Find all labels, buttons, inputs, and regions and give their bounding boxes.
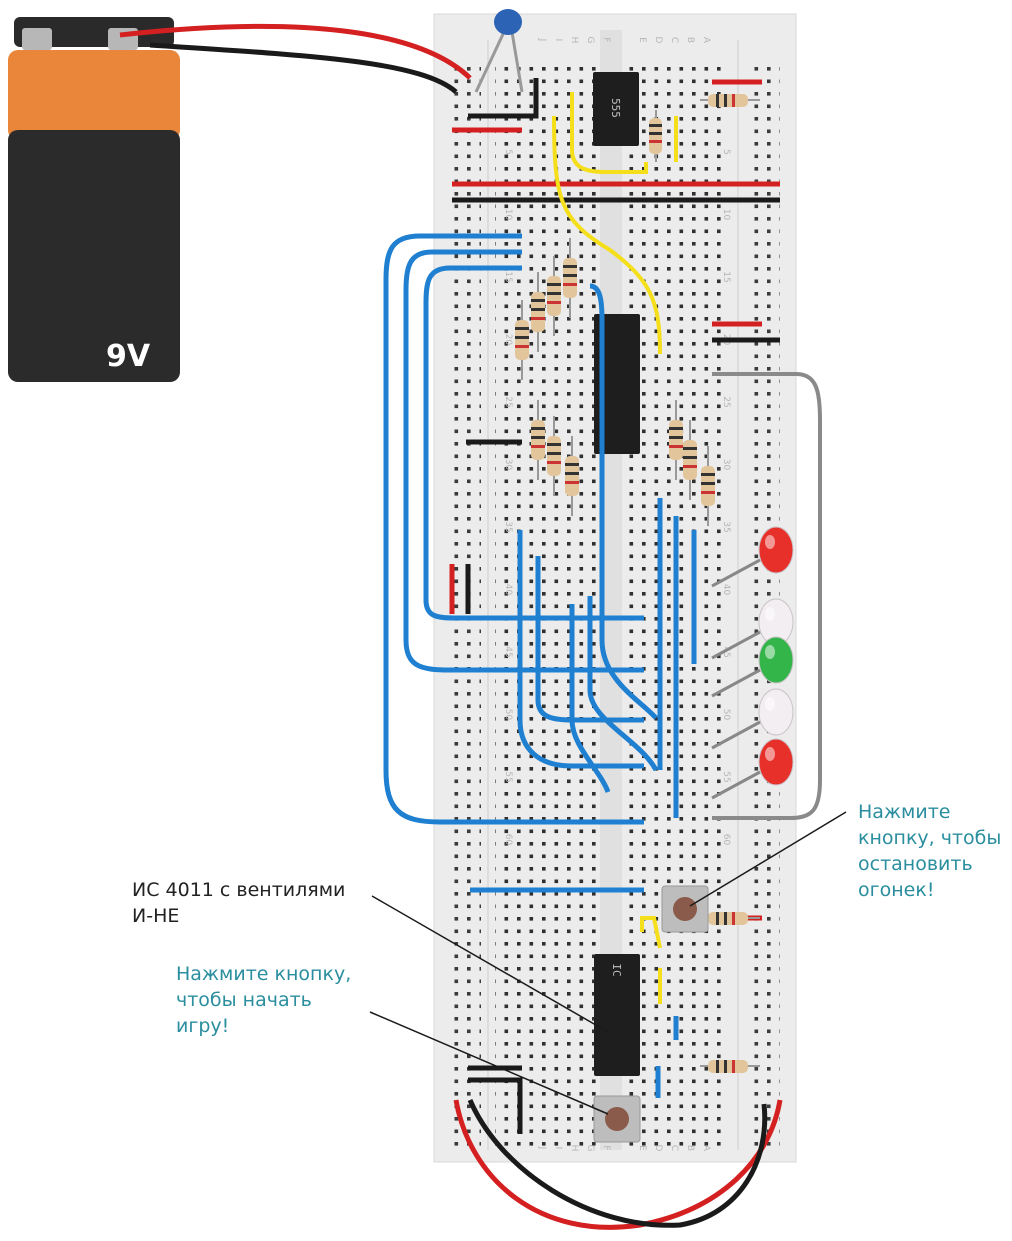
- ic-annotation: ИС 4011 с вентилями И-НЕ: [132, 879, 345, 927]
- column-letter: G: [585, 1145, 595, 1152]
- row-number-left: 55: [503, 771, 513, 782]
- row-number-left: 5: [503, 149, 513, 155]
- row-number-left: 50: [503, 709, 513, 721]
- column-letter: J: [537, 1146, 547, 1150]
- stop-label-line-1: Нажмите: [858, 801, 951, 823]
- column-letter: I: [553, 1147, 563, 1150]
- row-number-left: 35: [503, 521, 513, 532]
- stop-label-line-4: огонек!: [858, 879, 934, 901]
- battery-label: 9V: [106, 339, 151, 374]
- stop-button-cap[interactable]: [673, 897, 697, 921]
- row-number-left: 15: [503, 271, 513, 282]
- column-letter: H: [569, 37, 579, 44]
- stop-annotation: Нажмите кнопку, чтобы остановить огонек!: [858, 801, 1001, 901]
- column-letter: C: [669, 1145, 679, 1151]
- stop-button[interactable]: [662, 886, 708, 932]
- row-number-right: 55: [721, 771, 731, 782]
- row-number-left: 30: [503, 459, 513, 471]
- row-number-right: 10: [721, 209, 731, 221]
- ic-label-line-2: И-НЕ: [132, 905, 179, 927]
- capacitor-body: [494, 9, 522, 35]
- column-letter: G: [585, 37, 595, 44]
- start-label-line-3: игру!: [176, 1015, 229, 1037]
- timer-chip-label: 555: [609, 98, 622, 118]
- column-letter: A: [701, 1145, 711, 1152]
- start-annotation: Нажмите кнопку, чтобы начать игру!: [176, 963, 351, 1037]
- column-letter: A: [701, 37, 711, 44]
- row-number-right: 35: [721, 521, 731, 532]
- row-number-left: 45: [503, 646, 513, 657]
- battery-wire-black: [150, 45, 456, 92]
- start-button-cap[interactable]: [605, 1107, 629, 1131]
- column-letter: B: [685, 1145, 695, 1151]
- column-letter: J: [537, 38, 547, 42]
- row-number-left: 40: [503, 584, 513, 596]
- column-letter: H: [569, 1145, 579, 1152]
- nand-4011-chip: IC: [594, 954, 640, 1076]
- column-letter: I: [553, 39, 563, 42]
- row-number-right: 25: [721, 396, 731, 407]
- row-number-right: 50: [721, 709, 731, 721]
- battery-body: [8, 130, 180, 382]
- column-letter: D: [653, 37, 663, 44]
- battery-terminal-left: [22, 28, 52, 50]
- row-number-left: 60: [503, 834, 513, 846]
- start-label-line-2: чтобы начать: [176, 989, 312, 1011]
- nand-chip-label: IC: [610, 963, 623, 976]
- start-label-line-1: Нажмите кнопку,: [176, 963, 351, 985]
- row-number-right: 30: [721, 459, 731, 471]
- column-letter: D: [653, 1145, 663, 1152]
- timer-555-chip: 555: [593, 72, 639, 146]
- column-letter: B: [685, 37, 695, 43]
- column-letter: F: [601, 37, 611, 42]
- battery-copper-top: [8, 50, 180, 140]
- stop-label-line-3: остановить: [858, 853, 973, 875]
- row-number-right: 60: [721, 834, 731, 846]
- row-number-left: 25: [503, 396, 513, 407]
- row-number-right: 40: [721, 584, 731, 596]
- column-letter: C: [669, 37, 679, 43]
- row-number-right: 5: [721, 149, 731, 155]
- battery-9v: 9V: [8, 17, 180, 382]
- column-letter: E: [637, 37, 647, 43]
- start-button[interactable]: [594, 1096, 640, 1142]
- ic-label-line-1: ИС 4011 с вентилями: [132, 879, 345, 901]
- row-number-right: 15: [721, 271, 731, 282]
- row-number-left: 10: [503, 209, 513, 221]
- column-letter: E: [637, 1145, 647, 1151]
- stop-label-line-2: кнопку, чтобы: [858, 827, 1001, 849]
- row-number-left: 20: [503, 334, 513, 346]
- column-letter: F: [601, 1145, 611, 1150]
